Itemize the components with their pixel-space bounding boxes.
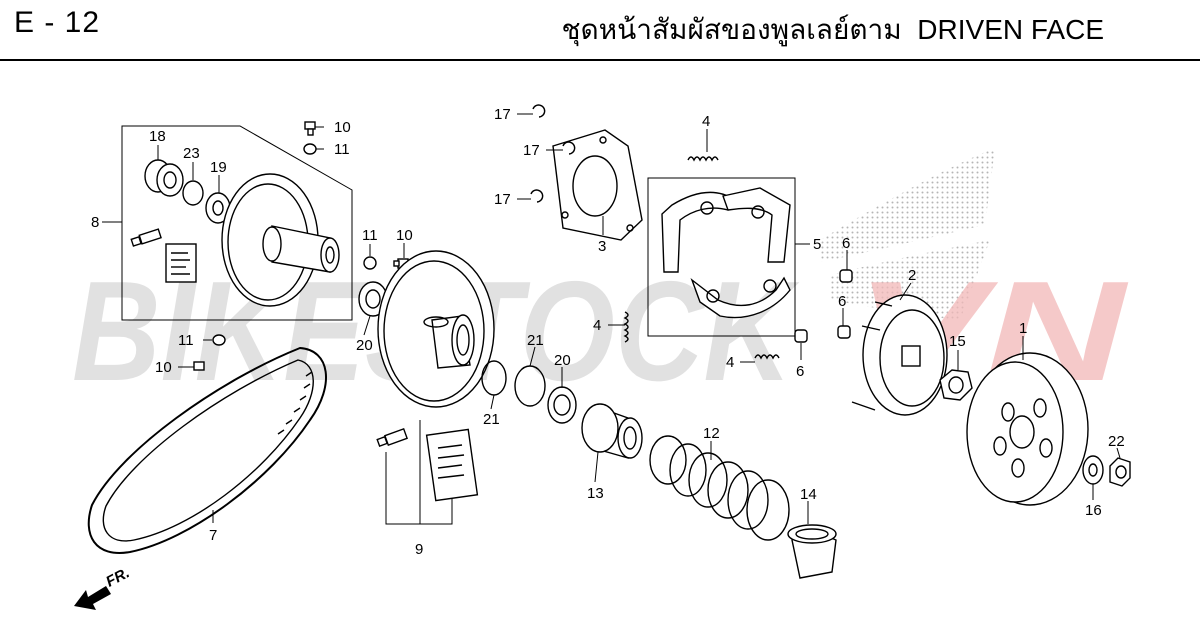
leader-lines [102, 113, 1121, 524]
oil-seal-part-20-lower [547, 386, 577, 424]
callout-21-lower: 21 [483, 411, 500, 428]
circlip-part-23 [182, 180, 204, 206]
clutch-plate-part-3 [552, 129, 643, 241]
clip-part-17-mid [562, 141, 576, 155]
clutch-spring-part-4-top [687, 156, 719, 162]
group-bracket-8 [121, 125, 353, 321]
callout-10-mid: 10 [396, 227, 413, 244]
nut-part-22 [1109, 457, 1131, 487]
damper-part-6-low [794, 329, 808, 343]
roller-part-11-left [212, 334, 226, 346]
needle-bearing-part-18 [144, 159, 184, 197]
callout-13: 13 [587, 485, 604, 502]
spring-collar-part-14 [787, 524, 837, 579]
front-arrow-icon [74, 586, 111, 610]
clutch-outer-part-1 [966, 352, 1089, 506]
clip-part-17-low [530, 189, 544, 203]
washer-part-16 [1082, 455, 1104, 485]
guide-pin-part-10-top [304, 121, 316, 136]
grease-card-part-8 [165, 243, 197, 283]
callout-23: 23 [183, 145, 200, 162]
front-direction-indicator: FR. [74, 564, 133, 610]
callout-7: 7 [209, 527, 217, 544]
callout-16: 16 [1085, 502, 1102, 519]
fixed-driven-face [221, 173, 340, 307]
callout-6-top: 6 [842, 235, 850, 252]
callout-9: 9 [415, 541, 423, 558]
clutch-spring-part-4-right [754, 354, 780, 360]
page-title: ชุดหน้าสัมผัสของพูลเลย์ตาม DRIVEN FACE [561, 8, 1104, 52]
grease-tube-part-9 [376, 427, 409, 448]
front-label: FR. [103, 564, 132, 590]
callout-20-upper: 20 [356, 337, 373, 354]
roller-part-11-top [303, 143, 317, 155]
callout-11-top: 11 [334, 141, 350, 158]
clutch-shoes-part-5 [661, 187, 791, 319]
damper-part-6-mid [837, 325, 851, 339]
guide-pin-part-10-left [193, 361, 205, 371]
exploded-parts-diagram: BIKESTOCK VN [72, 104, 1131, 610]
callout-15: 15 [949, 333, 966, 350]
clip-part-17-top [532, 104, 546, 118]
callout-4-top: 4 [702, 113, 710, 130]
callout-10-top: 10 [334, 119, 351, 136]
driven-face-spring-part-12 [649, 435, 790, 541]
page-header: E - 12 ชุดหน้าสัมผัสของพูลเลย์ตาม DRIVEN… [0, 0, 1200, 61]
callout-1: 1 [1019, 320, 1027, 337]
callout-labels: 17 17 17 3 4 5 6 6 6 4 4 2 15 1 22 16 12… [91, 106, 1125, 558]
callout-21-upper: 21 [527, 332, 544, 349]
seal-collar-part-13 [581, 403, 643, 459]
callout-11-mid: 11 [362, 227, 378, 244]
callout-18: 18 [149, 128, 166, 145]
dotted-wing-decoration [820, 148, 995, 320]
callout-8: 8 [91, 214, 99, 231]
clutch-nut-part-15 [939, 369, 973, 401]
callout-10-left: 10 [155, 359, 172, 376]
callout-11-left: 11 [178, 332, 194, 349]
callout-20-lower: 20 [554, 352, 571, 369]
grease-card-part-9 [425, 428, 479, 502]
callout-17-low: 17 [494, 191, 511, 208]
callout-14: 14 [800, 486, 817, 503]
callout-22: 22 [1108, 433, 1125, 450]
drive-plate-part-2 [851, 294, 948, 416]
page-code: E - 12 [14, 6, 101, 39]
header-divider [0, 59, 1200, 61]
clutch-spring-part-4-left [623, 311, 629, 343]
page-title-thai: ชุดหน้าสัมผัสของพูลเลย์ตาม [561, 14, 902, 45]
callout-5: 5 [813, 236, 821, 253]
callout-6-low: 6 [796, 363, 804, 380]
drive-belt-part-7 [87, 346, 327, 554]
callout-4-right: 4 [726, 354, 734, 371]
callout-17-top: 17 [494, 106, 511, 123]
callout-3: 3 [598, 238, 606, 255]
callout-19: 19 [210, 159, 227, 176]
page-title-english: DRIVEN FACE [917, 14, 1104, 45]
callout-6-mid: 6 [838, 293, 846, 310]
group-bracket-9 [385, 420, 453, 525]
callout-4-left: 4 [593, 317, 601, 334]
grease-tube-part-8 [130, 228, 162, 247]
callout-12: 12 [703, 425, 720, 442]
roller-part-11-mid [363, 256, 377, 270]
movable-driven-face-part-9 [377, 250, 495, 408]
callout-2: 2 [908, 267, 916, 284]
damper-part-6-top [839, 269, 853, 283]
callout-17-mid: 17 [523, 142, 540, 159]
